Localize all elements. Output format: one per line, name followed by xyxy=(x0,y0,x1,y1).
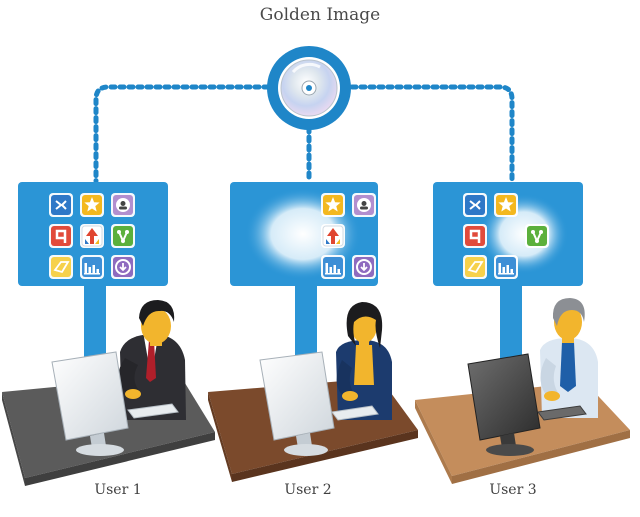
golden-image-disc xyxy=(267,46,351,130)
collapse-icon xyxy=(49,193,73,217)
star-icon xyxy=(80,193,104,217)
tag-icon xyxy=(49,255,73,279)
star-icon xyxy=(321,193,345,217)
bars-icon xyxy=(494,255,518,279)
user-1-label: User 1 xyxy=(94,482,142,498)
download-icon xyxy=(111,255,135,279)
panel-stems xyxy=(84,285,522,375)
bars-icon xyxy=(80,255,104,279)
collapse-icon xyxy=(463,193,487,217)
connector-left xyxy=(93,84,271,184)
v-icon xyxy=(525,224,549,248)
diagram-title: Golden Image xyxy=(259,5,381,25)
user-3-figure xyxy=(540,298,598,418)
user-3-monitor xyxy=(467,353,587,456)
user-badge-icon xyxy=(111,193,135,217)
user-2-monitor xyxy=(259,351,379,456)
download-icon xyxy=(352,255,376,279)
arrows-icon xyxy=(321,224,345,248)
user-2-figure xyxy=(336,302,392,420)
bars-icon xyxy=(321,255,345,279)
tag-icon xyxy=(463,255,487,279)
user-3-label: User 3 xyxy=(489,482,537,498)
user-1-monitor xyxy=(51,351,179,456)
q-icon xyxy=(49,224,73,248)
user-2-label: User 2 xyxy=(284,482,332,498)
v-icon xyxy=(111,224,135,248)
app-icon-grids xyxy=(49,193,549,279)
arrows-icon xyxy=(80,224,104,248)
q-icon xyxy=(463,224,487,248)
connector-lines xyxy=(93,84,515,184)
user-1-figure xyxy=(118,300,186,420)
star-icon xyxy=(494,193,518,217)
user-badge-icon xyxy=(352,193,376,217)
connector-right xyxy=(349,84,515,184)
